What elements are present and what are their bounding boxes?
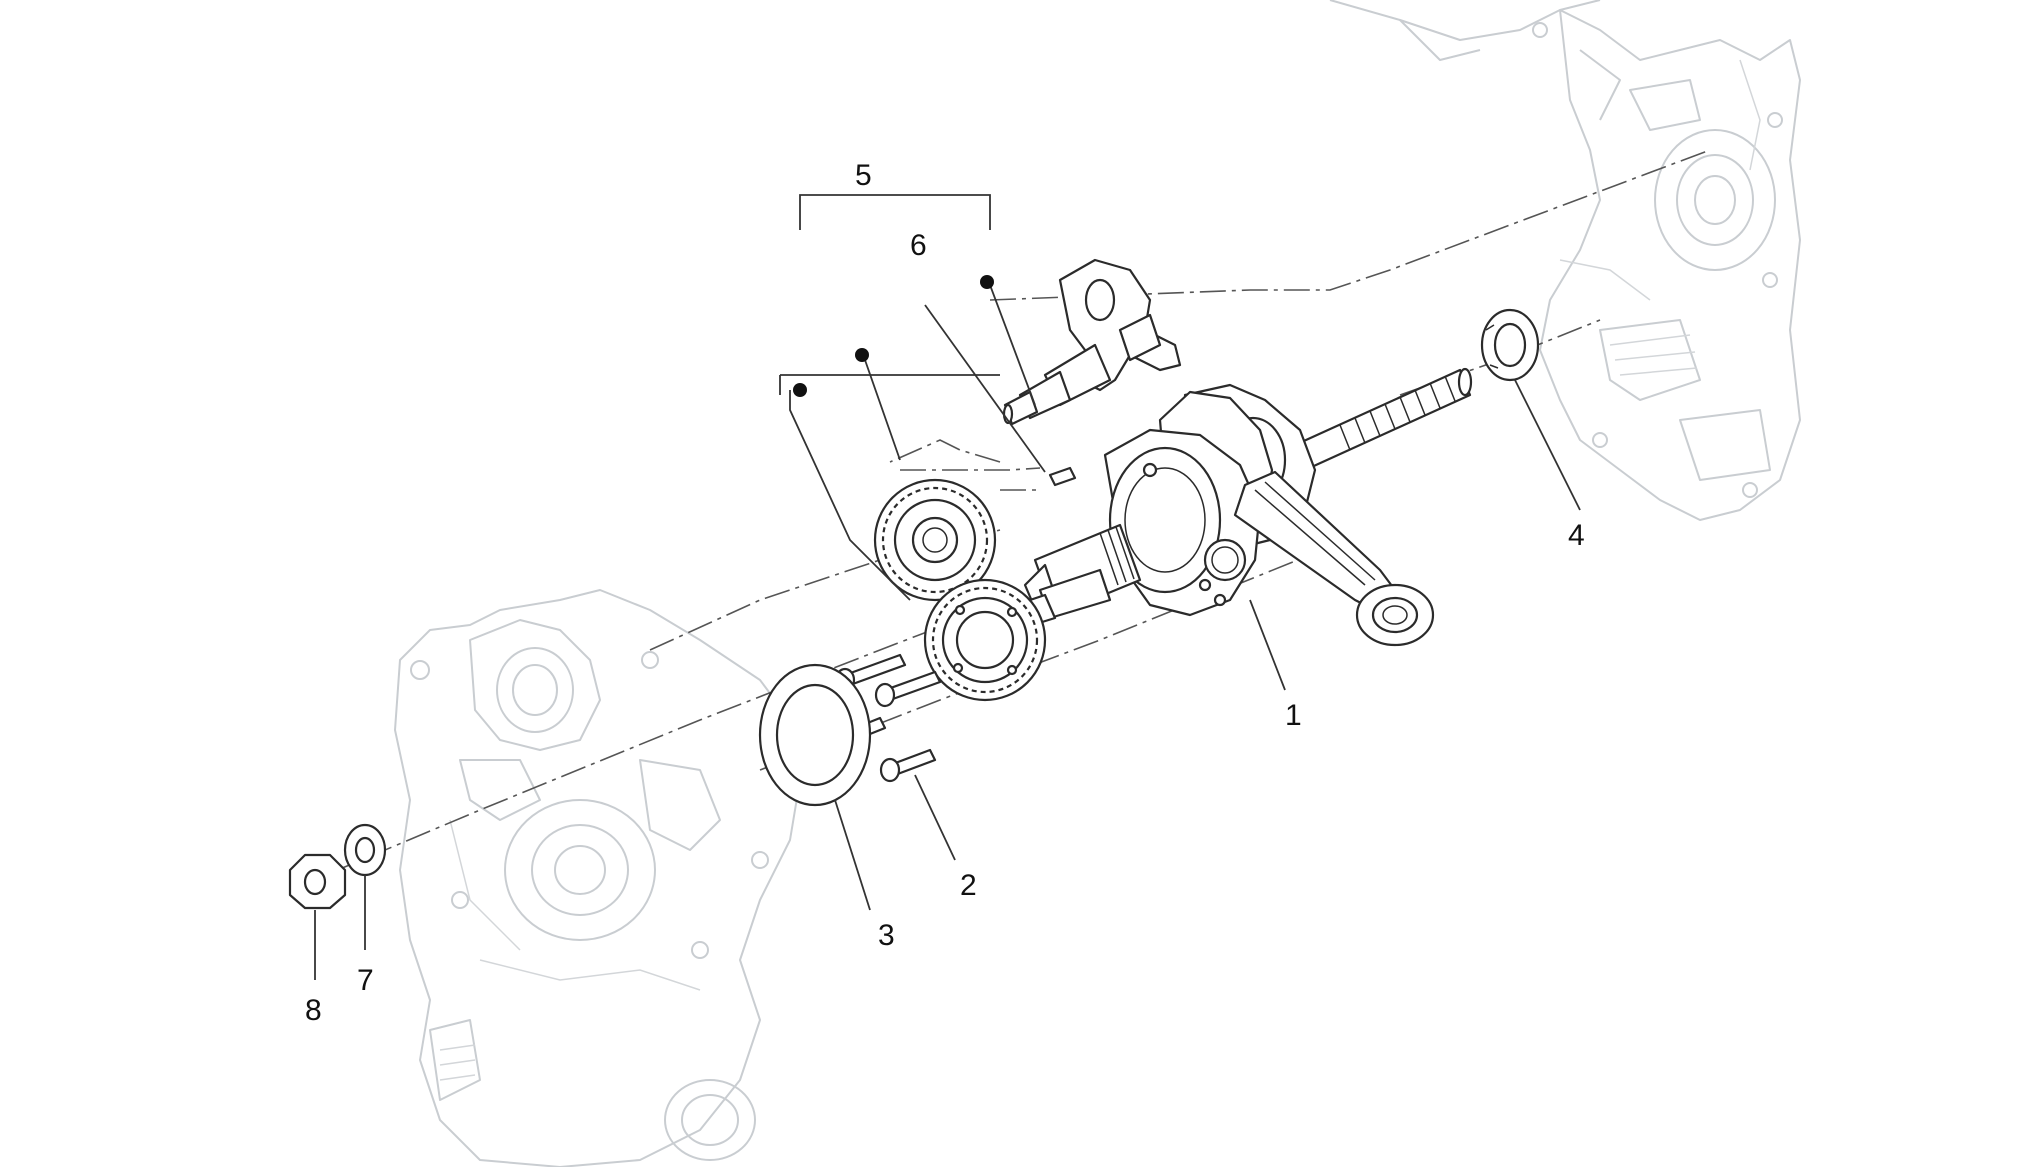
callout-6: 6 bbox=[910, 229, 927, 262]
washer-part-7 bbox=[343, 823, 387, 877]
timing-gear-lower bbox=[923, 578, 1047, 702]
callout-8: 8 bbox=[305, 994, 322, 1027]
callout-1: 1 bbox=[1285, 699, 1302, 732]
right-crankcase-ghost bbox=[1329, 0, 1801, 521]
nut-part-8 bbox=[288, 853, 347, 910]
shim-washer-part-3 bbox=[758, 663, 872, 807]
left-crankcase-ghost bbox=[394, 589, 801, 1167]
callout-5: 5 bbox=[855, 159, 872, 192]
assembly-axes bbox=[289, 149, 1711, 891]
oil-seal-part-4 bbox=[1480, 308, 1540, 382]
callout-labels: 1 2 3 4 5 6 7 8 bbox=[305, 159, 1585, 1027]
callout-7: 7 bbox=[357, 964, 374, 997]
callout-2: 2 bbox=[960, 869, 977, 902]
callout-3: 3 bbox=[878, 919, 895, 952]
leader-lines bbox=[314, 194, 1581, 980]
crankshaft-half-upper bbox=[1002, 258, 1182, 426]
kit-bracket-dots bbox=[779, 275, 1000, 397]
callout-4: 4 bbox=[1568, 519, 1585, 552]
woodruff-key-part-6 bbox=[1048, 466, 1077, 487]
crankshaft-assembly bbox=[998, 367, 1473, 647]
timing-gear-upper bbox=[873, 478, 997, 602]
